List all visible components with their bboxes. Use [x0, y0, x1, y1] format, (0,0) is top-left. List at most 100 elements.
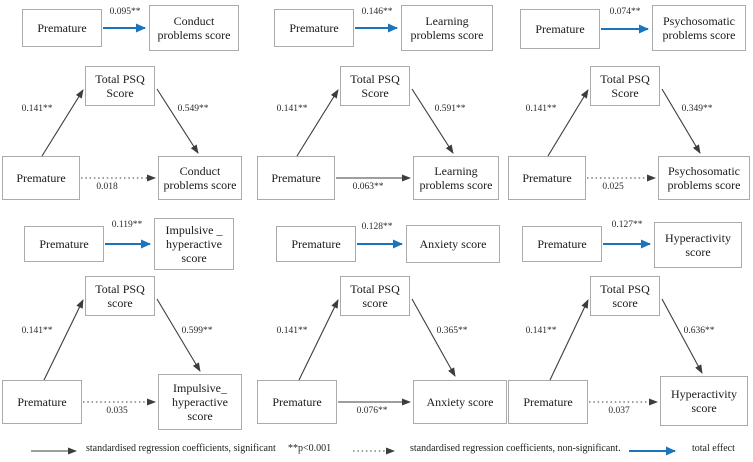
coefficient-label: 0.095**: [109, 7, 141, 17]
mediation-model-impulsive: Total PSQ score Premature Impulsive_ hyp…: [0, 270, 250, 442]
b-path-arrow: [156, 88, 199, 154]
node-label: Total PSQ Score: [350, 71, 400, 100]
legend-significant-label: standardised regression coefficients, si…: [86, 443, 276, 454]
a-path-arrow: [43, 299, 84, 381]
node-label: Conduct problems score: [157, 13, 231, 42]
node-label: Total PSQ score: [95, 281, 145, 310]
node-premature: Premature: [276, 226, 356, 262]
legend-p-note: **p<0.001: [288, 443, 332, 454]
node-label: Impulsive_ hyperactive score: [172, 380, 228, 424]
node-premature: Premature: [24, 226, 104, 262]
node-premature: Premature: [22, 9, 102, 47]
total-effect-arrow-icon: [629, 446, 676, 456]
direct-path-coefficient: 0.018: [96, 182, 118, 192]
node-outcome: Learning problems score: [401, 5, 493, 51]
node-outcome: Anxiety score: [406, 225, 500, 263]
node-mediator: Total PSQ Score: [590, 66, 660, 106]
a-path-coefficient: 0.141**: [276, 104, 308, 114]
b-path-arrow: [411, 88, 454, 154]
a-path-coefficient: 0.141**: [21, 104, 53, 114]
node-outcome: Psychosomatic problems score: [658, 156, 750, 200]
b-path-coefficient: 0.591**: [434, 104, 466, 114]
node-label: Premature: [17, 394, 67, 409]
b-path-coefficient: 0.599**: [181, 326, 213, 336]
a-path-coefficient: 0.141**: [525, 104, 557, 114]
node-label: Premature: [535, 21, 585, 36]
direct-path-coefficient: 0.037: [608, 406, 630, 416]
legend-total-effect-label: total effect: [692, 443, 735, 454]
node-label: Psychosomatic problems score: [662, 13, 736, 42]
total-effect-model-anxiety: Premature Anxiety score 0.128**: [256, 214, 504, 270]
coefficient-label: 0.146**: [361, 7, 393, 17]
direct-path-coefficient: 0.076**: [356, 406, 388, 416]
node-premature: Premature: [257, 380, 337, 424]
mediation-model-learning: Total PSQ Score Premature Learning probl…: [255, 58, 505, 210]
node-label: Impulsive _ hyperactive score: [165, 222, 223, 266]
node-label: Premature: [37, 20, 87, 35]
total-effect-model-conduct: Premature Conduct problems score 0.095**: [4, 4, 252, 54]
node-premature: Premature: [2, 156, 80, 200]
significant-arrow-icon: [31, 447, 77, 455]
mediation-model-anxiety: Total PSQ score Premature Anxiety score …: [255, 270, 507, 442]
node-premature: Premature: [508, 380, 588, 424]
a-path-arrow: [547, 89, 589, 157]
mediation-model-hyperactivity: Total PSQ score Premature Hyperactivity …: [500, 270, 753, 442]
node-mediator: Total PSQ Score: [85, 66, 155, 106]
node-premature: Premature: [522, 226, 602, 262]
b-path-coefficient: 0.349**: [681, 104, 713, 114]
coefficient-label: 0.119**: [111, 220, 143, 230]
node-mediator: Total PSQ score: [85, 276, 155, 316]
node-label: Hyperactivity score: [665, 230, 731, 259]
node-label: Premature: [289, 20, 339, 35]
node-label: Premature: [272, 394, 322, 409]
node-label: Psychosomatic problems score: [667, 163, 741, 192]
node-premature: Premature: [2, 380, 82, 424]
node-label: Anxiety score: [419, 236, 487, 251]
node-mediator: Total PSQ Score: [340, 66, 410, 106]
node-label: Total PSQ score: [350, 281, 400, 310]
coefficient-label: 0.127**: [611, 220, 643, 230]
a-path-coefficient: 0.141**: [21, 326, 53, 336]
b-path-coefficient: 0.365**: [436, 326, 468, 336]
b-path-arrow: [411, 298, 456, 377]
b-path-coefficient: 0.549**: [177, 104, 209, 114]
mediation-model-psychosomatic: Total PSQ Score Premature Psychosomatic …: [500, 58, 753, 210]
direct-path-coefficient: 0.035: [106, 406, 128, 416]
node-outcome: Impulsive_ hyperactive score: [158, 374, 242, 430]
a-path-arrow: [549, 299, 589, 381]
node-outcome: Impulsive _ hyperactive score: [154, 218, 234, 270]
node-outcome: Learning problems score: [413, 156, 499, 200]
a-path-coefficient: 0.141**: [525, 326, 557, 336]
node-premature: Premature: [520, 9, 600, 49]
legend-nonsignificant-label: standardised regression coefficients, no…: [410, 443, 621, 454]
node-label: Total PSQ Score: [95, 71, 145, 100]
a-path-arrow: [296, 89, 339, 157]
total-effect-model-learning: Premature Learning problems score 0.146*…: [256, 4, 504, 54]
node-label: Premature: [39, 236, 89, 251]
total-effect-model-psychosomatic: Premature Psychosomatic problems score 0…: [502, 4, 752, 54]
node-outcome: Conduct problems score: [158, 156, 242, 200]
node-outcome: Hyperactivity score: [654, 222, 742, 268]
node-label: Premature: [523, 394, 573, 409]
node-label: Total PSQ Score: [600, 71, 650, 100]
node-premature: Premature: [508, 156, 586, 200]
node-label: Premature: [16, 170, 66, 185]
node-label: Conduct problems score: [163, 163, 237, 192]
node-mediator: Total PSQ score: [590, 276, 660, 316]
node-outcome: Psychosomatic problems score: [652, 5, 746, 51]
b-path-arrow: [661, 298, 703, 374]
coefficient-label: 0.074**: [609, 7, 641, 17]
a-path-coefficient: 0.141**: [276, 326, 308, 336]
nonsignificant-arrow-icon: [353, 447, 395, 455]
node-premature: Premature: [274, 9, 354, 47]
node-label: Learning problems score: [410, 13, 484, 42]
direct-path-coefficient: 0.063**: [352, 182, 384, 192]
node-label: Premature: [291, 236, 341, 251]
node-label: Premature: [271, 170, 321, 185]
total-effect-model-impulsive: Premature Impulsive _ hyperactive score …: [4, 214, 252, 270]
total-effect-model-hyperactivity: Premature Hyperactivity score 0.127**: [502, 214, 752, 270]
a-path-arrow: [298, 299, 339, 381]
a-path-arrow: [41, 89, 84, 157]
node-outcome: Conduct problems score: [149, 5, 239, 51]
